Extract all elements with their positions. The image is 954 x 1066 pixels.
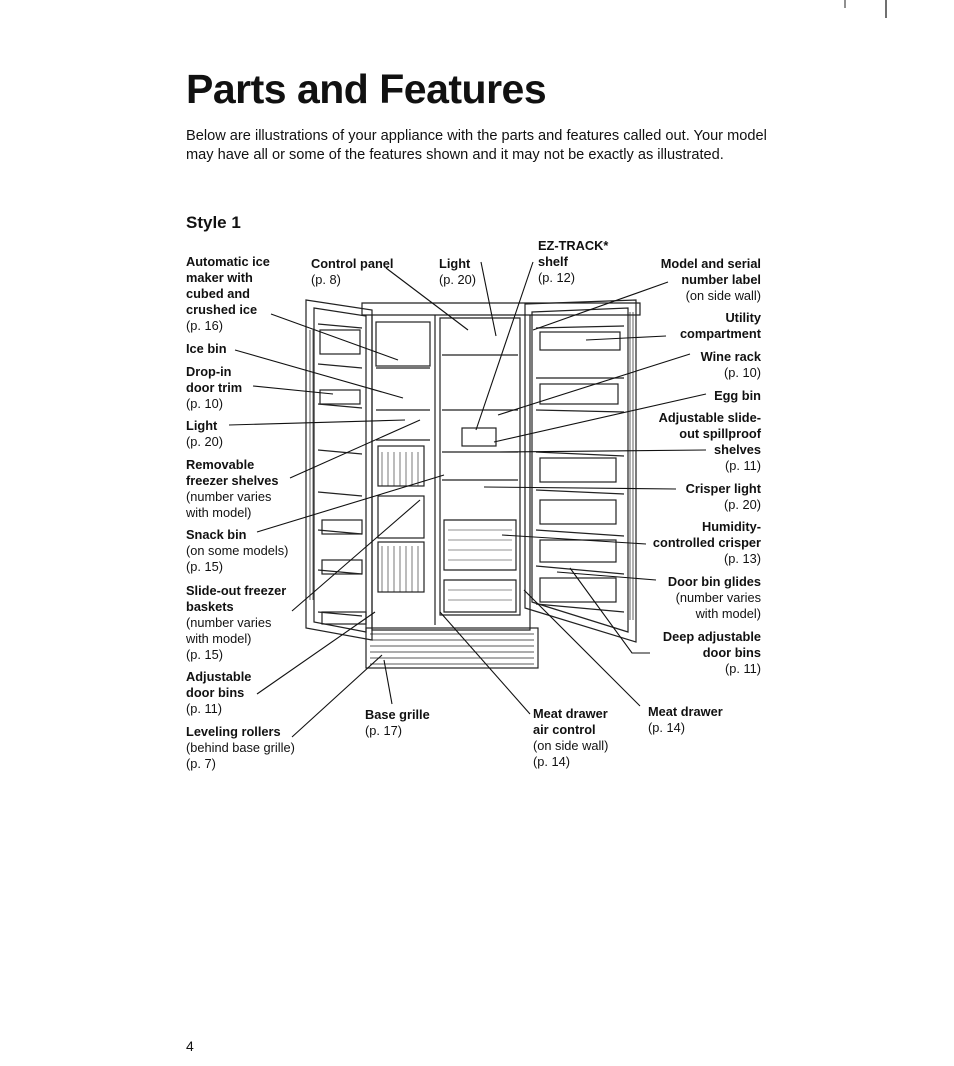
label-control-panel: Control panel(p. 8): [311, 256, 394, 287]
label-egg-bin: Egg bin: [714, 388, 761, 403]
label-drop-in-door-trim: Drop-in door trim(p. 10): [186, 364, 243, 411]
page-number: 4: [186, 1038, 194, 1054]
label-light-left: Light(p. 20): [186, 418, 223, 449]
label-door-bin-glides: Door bin glides(number varies with model…: [667, 574, 761, 621]
label-base-grille: Base grille(p. 17): [365, 707, 430, 738]
label-deep-door-bins: Deep adjustable door bins(p. 11): [662, 629, 761, 676]
label-crisper-light: Crisper light(p. 20): [685, 481, 761, 512]
label-utility-compartment: Utility compartment: [679, 310, 761, 341]
label-leveling-rollers: Leveling rollers(behind base grille)(p. …: [186, 724, 295, 771]
intro-paragraph: Below are illustrations of your applianc…: [186, 128, 767, 163]
label-freezer-baskets: Slide-out freezer baskets(number varies …: [186, 583, 287, 662]
label-spillproof-shelves: Adjustable slide-out spillproof shelves(…: [658, 410, 761, 473]
page-title: Parts and Features: [186, 66, 547, 112]
label-ice-maker: Automatic ice maker with cubed and crush…: [186, 254, 270, 333]
refrigerator-illustration: [305, 299, 641, 669]
leader-lines: [228, 261, 707, 738]
label-meat-drawer-air-control: Meat drawer air control(on side wall)(p.…: [533, 706, 609, 769]
label-snack-bin: Snack bin(on some models)(p. 15): [186, 527, 289, 574]
label-ice-bin: Ice bin: [186, 341, 227, 356]
label-wine-rack: Wine rack(p. 10): [700, 349, 761, 380]
label-humidity-crisper: Humidity-controlled crisper(p. 13): [652, 519, 761, 566]
label-meat-drawer: Meat drawer(p. 14): [648, 704, 723, 735]
style-heading: Style 1: [186, 213, 241, 232]
label-adjustable-door-bins-left: Adjustable door bins(p. 11): [186, 669, 252, 716]
label-ez-track-shelf: EZ-TRACK* shelf(p. 12): [538, 238, 609, 285]
label-light-top: Light(p. 20): [439, 256, 476, 287]
label-model-serial: Model and serial number label(on side wa…: [660, 256, 761, 303]
label-freezer-shelves: Removable freezer shelves(number varies …: [186, 457, 279, 520]
